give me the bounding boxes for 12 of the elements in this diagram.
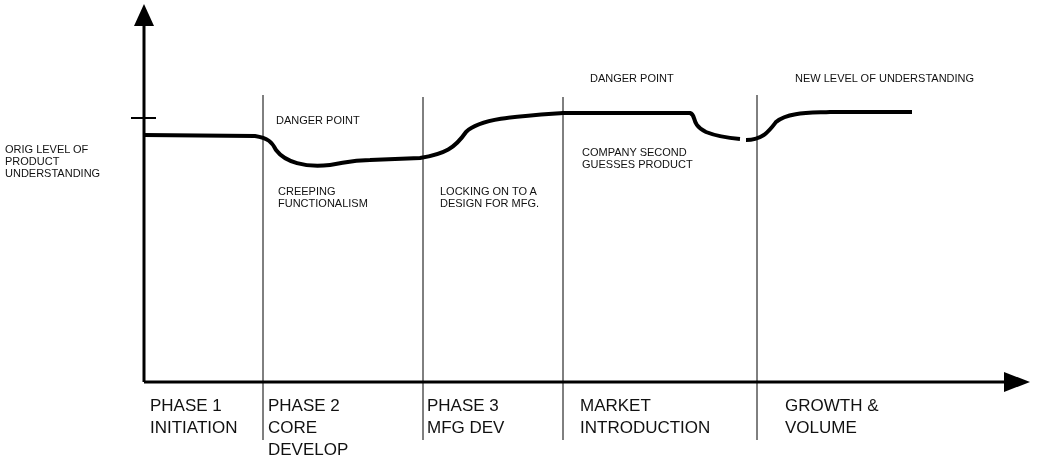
phase-label: PHASE 2 CORE DEVELOP bbox=[268, 395, 350, 461]
danger-note: DANGER POINT bbox=[276, 114, 360, 126]
level-note: ORIG LEVEL OF PRODUCT UNDERSTANDING bbox=[5, 143, 102, 179]
phase-note: LOCKING ON TO A DESIGN FOR MFG. bbox=[440, 185, 540, 209]
danger-note: DANGER POINT bbox=[590, 72, 674, 84]
phase-label: PHASE 3 MFG DEV bbox=[427, 395, 506, 439]
phase-label: GROWTH & VOLUME bbox=[785, 395, 880, 439]
phase-note: COMPANY SECOND GUESSES PRODUCT bbox=[582, 146, 694, 170]
phase-label: PHASE 1 INITIATION bbox=[150, 395, 239, 439]
phase-note: CREEPING FUNCTIONALISM bbox=[278, 185, 369, 209]
level-note: NEW LEVEL OF UNDERSTANDING bbox=[795, 72, 975, 84]
phase-label: MARKET INTRODUCTION bbox=[580, 395, 710, 439]
